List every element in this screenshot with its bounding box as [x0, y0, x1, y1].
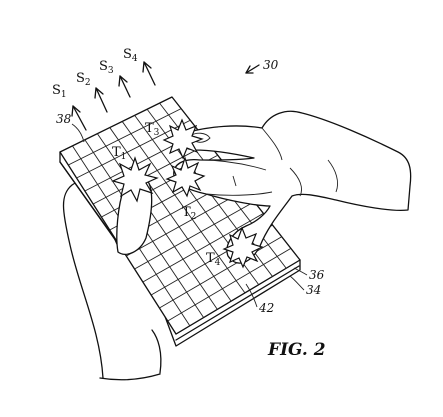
touch-star-t4 [222, 226, 264, 269]
grid-row-line [142, 213, 264, 283]
grid-row-line [126, 189, 246, 257]
touch-label-t2: T2 [182, 205, 196, 222]
touch-label-t4: T4 [206, 251, 221, 268]
grid-column-line [121, 121, 246, 294]
touch-star-t2 [165, 156, 206, 198]
svg-text:34: 34 [306, 283, 321, 297]
touch-star-t3 [162, 118, 204, 160]
reference-38: 38 [56, 112, 85, 143]
touch-label-t1: T1 [112, 145, 126, 162]
reference-36: 36 [293, 267, 325, 282]
signal-label-s3: S3 [99, 59, 114, 76]
grid-column-line [109, 127, 232, 302]
touch-label-t3: T3 [145, 121, 160, 138]
svg-text:36: 36 [309, 268, 325, 282]
grid-row-line [134, 201, 255, 270]
grid-row-line [159, 236, 282, 309]
svg-text:42: 42 [258, 301, 274, 315]
reference-42: 42 [245, 283, 274, 315]
grid-row-line [68, 108, 182, 166]
touch-star-t1 [111, 156, 159, 203]
reference-34: 34 [289, 275, 321, 297]
grid-column-line [96, 133, 218, 310]
grid-row-line [167, 247, 292, 322]
signal-arrow-s4 [142, 61, 156, 86]
signal-arrow-s3 [118, 75, 131, 98]
signal-label-s4: S4 [123, 47, 138, 64]
signal-arrow-s1 [71, 105, 87, 131]
signal-arrows [71, 61, 156, 131]
signal-arrow-s2 [94, 87, 108, 113]
svg-text:30: 30 [263, 58, 279, 72]
grid-row-line [92, 143, 209, 205]
touch-contacts [111, 118, 264, 269]
signal-label-s2: S2 [76, 71, 91, 88]
signal-label-s1: S1 [52, 83, 67, 100]
svg-text:38: 38 [56, 112, 72, 126]
figure-caption: FIG. 2 [267, 340, 326, 360]
reference-30: 30 [245, 58, 279, 74]
